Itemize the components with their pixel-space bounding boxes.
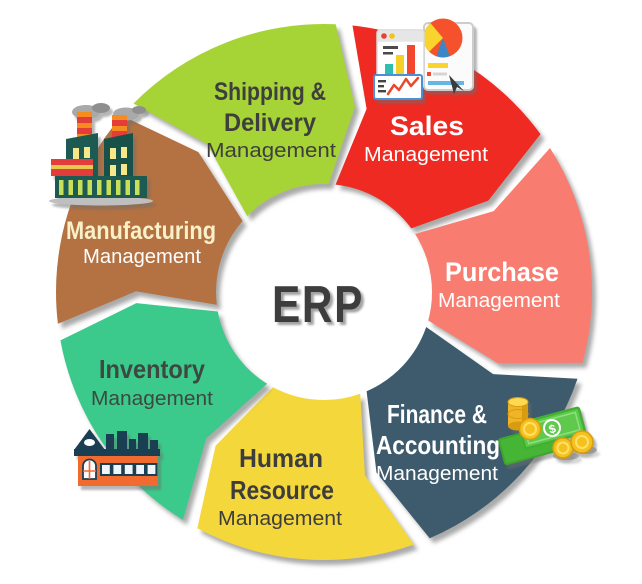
warehouse-icon: [74, 429, 160, 486]
gold-coins: [518, 417, 594, 459]
segment-human-resource: [197, 387, 414, 561]
window-dot-yellow: [389, 33, 395, 39]
arched-window: [82, 458, 97, 480]
manufacturing-title: Manufacturing: [66, 217, 216, 245]
dollar-sign: $: [547, 421, 557, 436]
inventory-subtitle: Management: [91, 388, 213, 410]
front-window-titlebar: [377, 30, 424, 42]
text-line: [383, 46, 398, 49]
text-line: [383, 52, 393, 55]
human-resource-subtitle: Management: [218, 508, 342, 530]
factory-icon: [49, 103, 153, 206]
segment-labels: Sales Management Purchase Management Fin…: [66, 78, 560, 530]
segment-inventory: [60, 303, 268, 520]
ground-shadow: [49, 196, 153, 206]
segment-finance-accounting: [366, 327, 578, 539]
money-icon: $: [498, 397, 597, 466]
base-stripes: [59, 180, 140, 195]
finance-title-line1: Finance &: [387, 399, 487, 429]
purchase-subtitle: Management: [438, 290, 560, 312]
report-line-yellow: [428, 63, 448, 68]
sales-subtitle: Management: [364, 144, 488, 166]
manufacturing-subtitle: Management: [83, 246, 201, 268]
finance-title-line2: Accounting: [376, 430, 500, 460]
shipping-title-line1: Shipping &: [214, 78, 326, 106]
report-line-blue: [428, 81, 464, 85]
skyline: [106, 431, 158, 450]
sales-analytics-icon: [373, 18, 474, 100]
report-line-gray: [433, 72, 447, 76]
red-shed-stripe: [51, 165, 93, 169]
report-bullet-red: [427, 72, 431, 76]
segment-ring: [56, 24, 592, 561]
gable-window: [84, 439, 95, 446]
window-row: [100, 463, 158, 476]
finance-subtitle: Management: [376, 463, 498, 485]
segment-purchase: [415, 148, 592, 364]
building-right: [104, 133, 133, 178]
segment-shipping-delivery: [133, 24, 355, 216]
sales-title: Sales: [390, 111, 464, 141]
cursor-icon: [449, 75, 464, 94]
inventory-title: Inventory: [99, 354, 205, 384]
roof-bar: [74, 449, 160, 456]
erp-center-label: ERP: [272, 276, 364, 334]
human-resource-title-line2: Resource: [230, 475, 334, 505]
window-dot-red: [381, 33, 387, 39]
shipping-title-line2: Delivery: [224, 109, 316, 137]
line-chart-card: [373, 74, 423, 100]
pie-chart: [423, 18, 463, 58]
shipping-subtitle: Management: [206, 140, 336, 162]
human-resource-title-line1: Human: [239, 443, 323, 473]
purchase-title: Purchase: [445, 257, 559, 287]
bar-chart: [385, 45, 415, 82]
segment-manufacturing: [56, 115, 243, 324]
coin-stack: [507, 397, 529, 431]
